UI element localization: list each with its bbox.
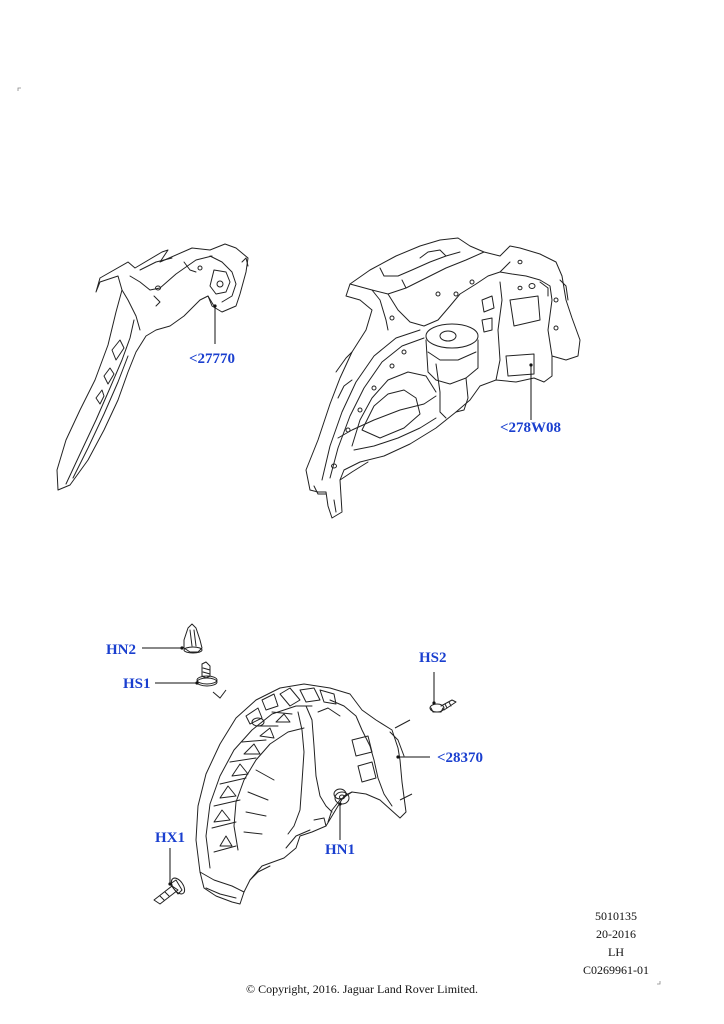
info-line-2: 20-2016 — [596, 927, 636, 941]
info-block: 5010135 20-2016 LH C0269961-01 — [576, 907, 656, 979]
part-28370-wheel-arch-liner[interactable] — [195, 683, 407, 905]
fastener-hn2[interactable] — [183, 623, 203, 654]
fastener-hs1[interactable] — [196, 661, 218, 687]
copyright-notice: © Copyright, 2016. Jaguar Land Rover Lim… — [245, 982, 479, 996]
bracket-mark — [212, 689, 227, 699]
callout-hs1[interactable]: HS1 — [123, 676, 151, 692]
corner-mark-bottom — [657, 981, 661, 985]
liner-tab — [394, 719, 411, 729]
fastener-hx1[interactable] — [153, 876, 187, 905]
part-278w08-wheelhouse[interactable] — [305, 237, 581, 519]
info-line-4: C0269961-01 — [583, 963, 649, 977]
callout-hn1[interactable]: HN1 — [325, 842, 355, 858]
part-27770-pillar-panel[interactable] — [56, 243, 249, 491]
callout-hx1[interactable]: HX1 — [155, 830, 185, 846]
fastener-hn1[interactable] — [333, 788, 350, 805]
callout-27770[interactable]: <27770 — [189, 351, 236, 367]
fastener-hs2[interactable] — [429, 699, 457, 713]
callout-28370[interactable]: <28370 — [437, 750, 484, 766]
info-line-3: LH — [608, 945, 624, 959]
info-line-1: 5010135 — [595, 909, 637, 923]
corner-mark — [17, 87, 21, 91]
liner-edge — [399, 793, 413, 801]
callout-278w08[interactable]: <278W08 — [500, 420, 562, 436]
callout-hn2[interactable]: HN2 — [106, 642, 136, 658]
callout-hs2[interactable]: HS2 — [419, 650, 447, 666]
